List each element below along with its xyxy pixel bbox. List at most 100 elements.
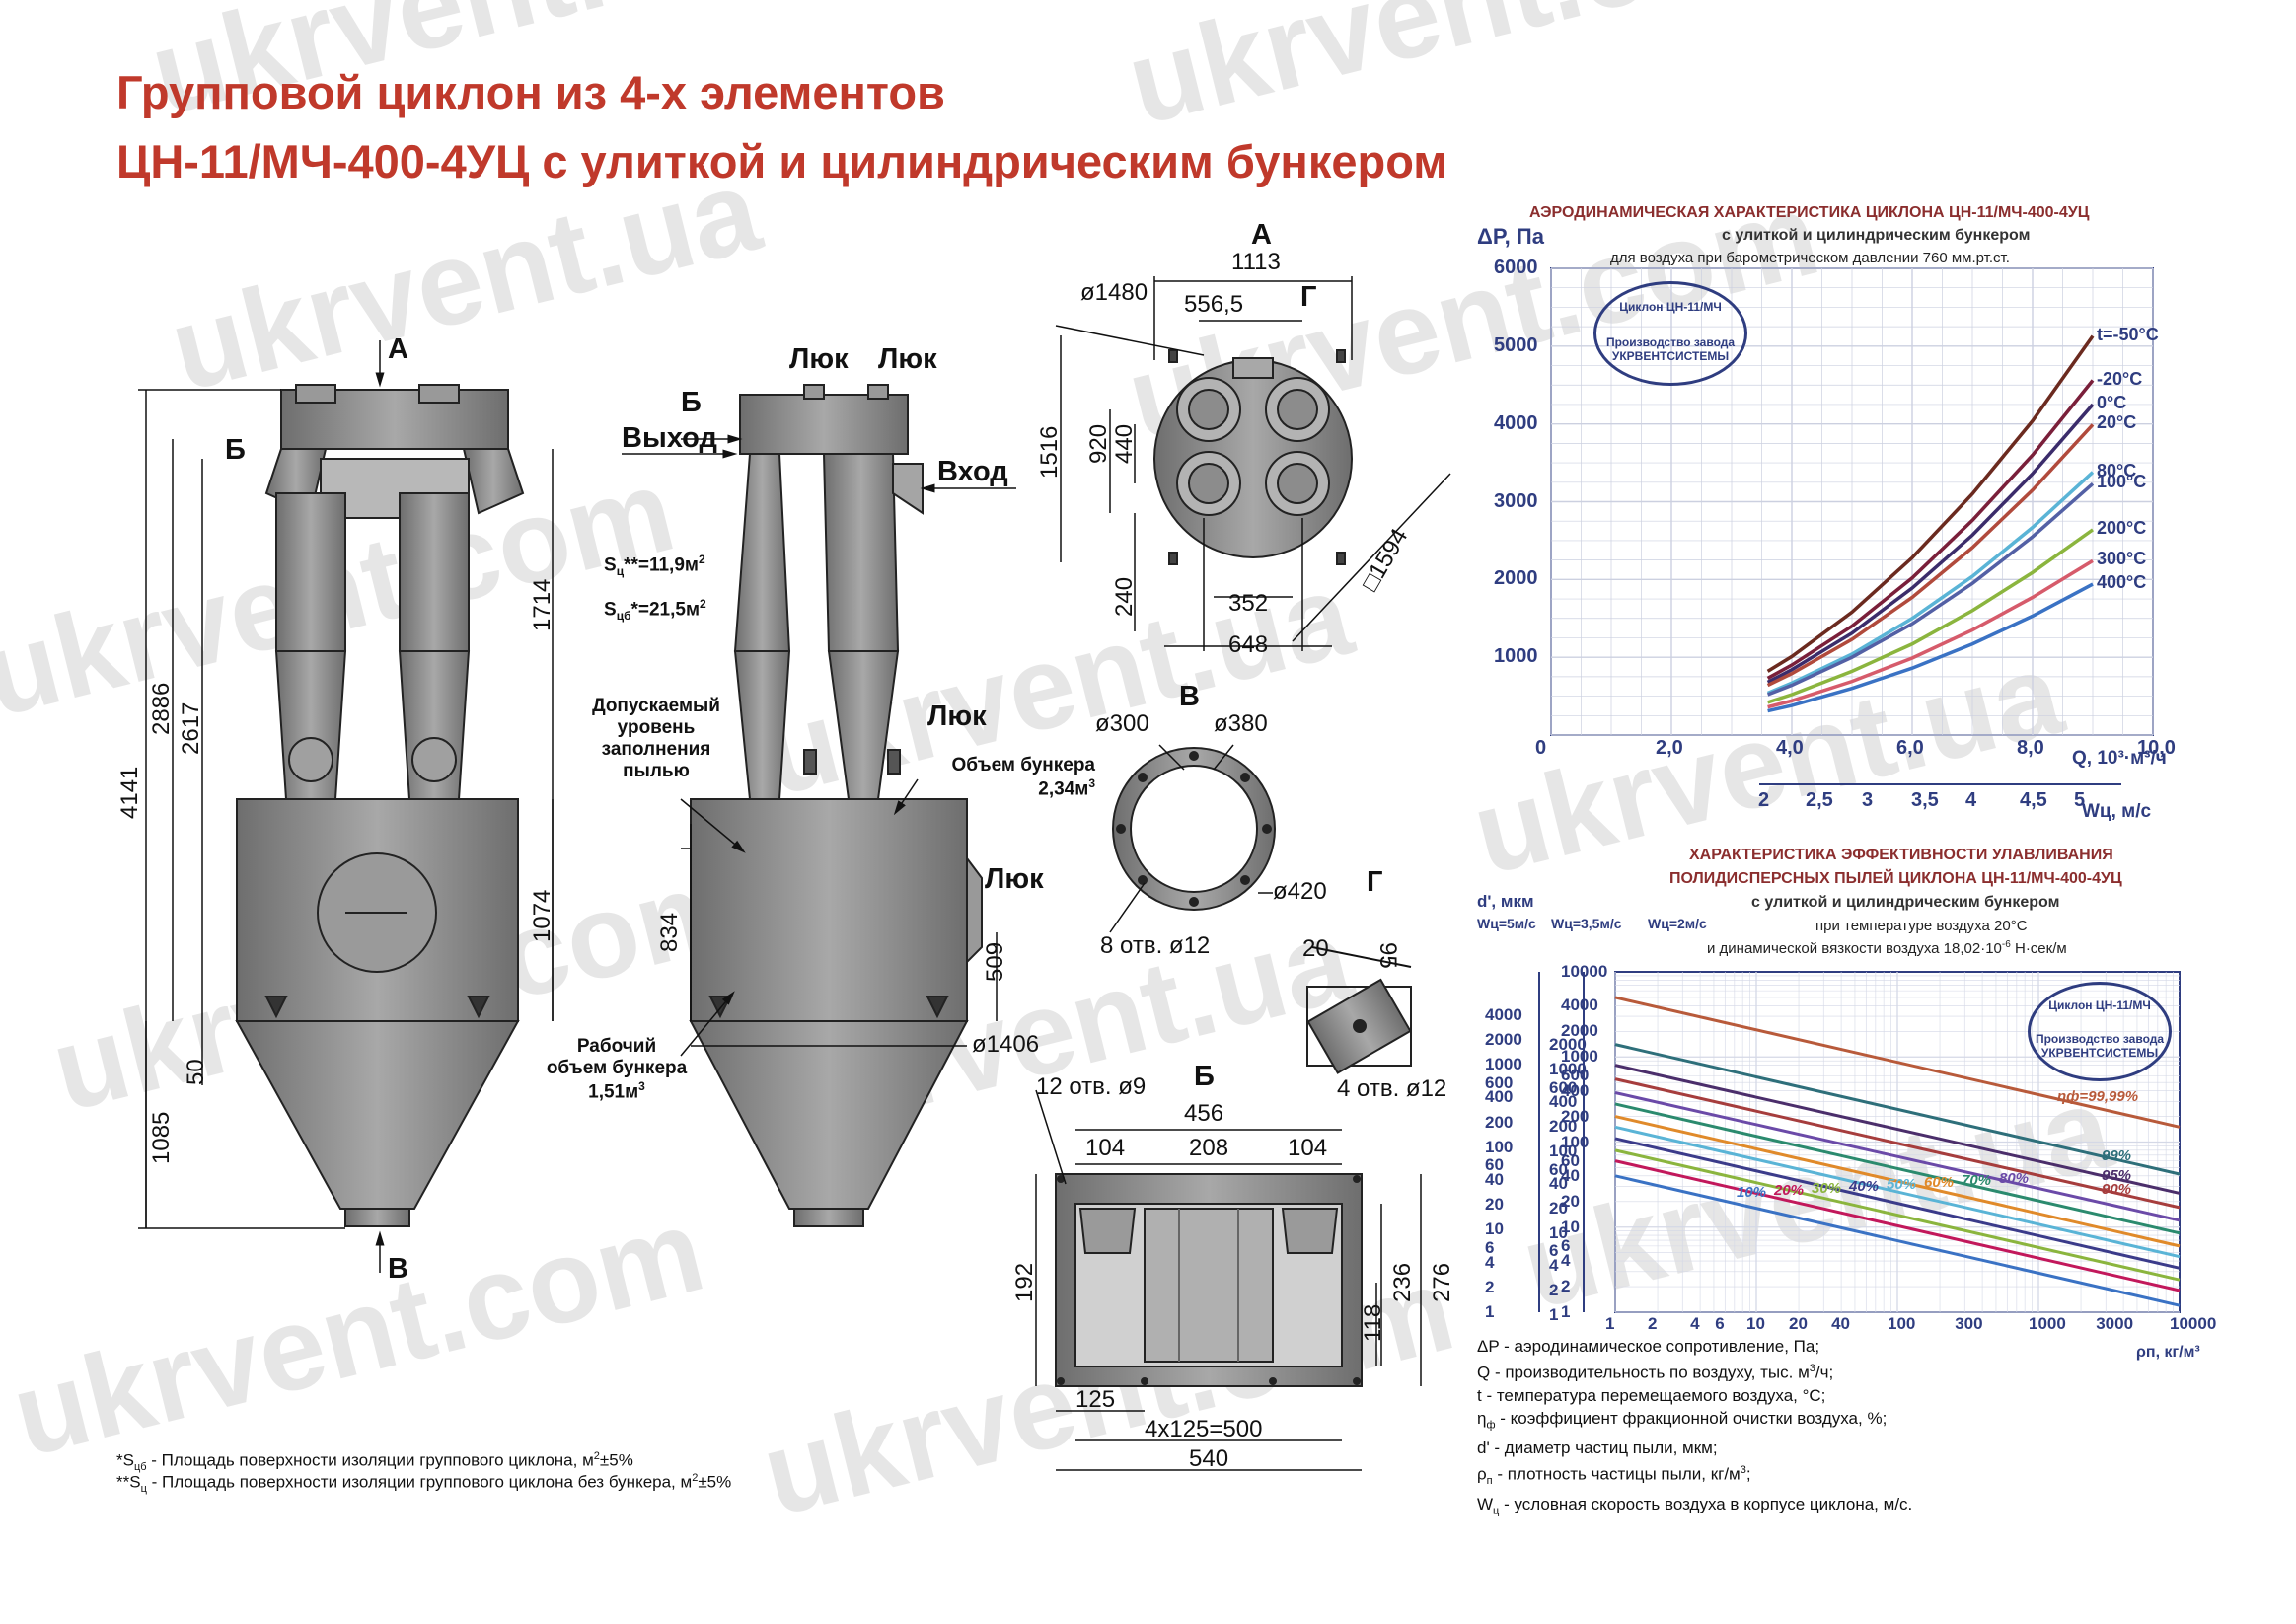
- plan-a-view: [1153, 349, 1353, 565]
- chart2-series-label: 70%: [1962, 1172, 1992, 1189]
- dim-352: 352: [1228, 590, 1269, 617]
- chart2-subtitle-4: и динамической вязкости воздуха 18,02·10…: [1707, 939, 2067, 957]
- chart1-series-line: [1767, 558, 2094, 709]
- chart1-x2tick: 2: [1758, 789, 1770, 811]
- side-dimension-lines: [622, 434, 1016, 1057]
- dim-50: 50: [183, 1059, 209, 1085]
- symbols-legend: ΔP - аэродинамическое сопротивление, Па;…: [1477, 1335, 1912, 1522]
- chart1-series-line: [1767, 528, 2095, 704]
- luk-label-1: Люк: [789, 343, 849, 375]
- front-cylinder-left: [275, 492, 346, 652]
- dim-1085: 1085: [148, 1111, 175, 1164]
- dim-300: ø300: [1095, 710, 1149, 737]
- chart2-ytick: 100: [1561, 1132, 1590, 1151]
- chart2-series-label: 40%: [1849, 1178, 1880, 1195]
- chart2-series-label: 95%: [2102, 1166, 2132, 1184]
- chart2-ytick-side2: 400: [1549, 1092, 1578, 1112]
- chart2-series-line: [1614, 1064, 2181, 1195]
- chart2-ytick: 10: [1561, 1217, 1580, 1236]
- chart1-series-line: [1766, 482, 2095, 697]
- chart2-ytick: 2000: [1561, 1021, 1598, 1041]
- legend-d: d' - диаметр частиц пыли, мкм;: [1477, 1439, 1718, 1458]
- chart2-series-line: [1614, 1115, 2181, 1248]
- chart1-ytick: 4000: [1494, 411, 1538, 434]
- chart1-series-label: 20°C: [2097, 412, 2137, 433]
- plan-a-dimension-lines: [1055, 276, 1451, 651]
- side-cone-right: [827, 650, 900, 800]
- chart2-series-line: [1614, 996, 2181, 1129]
- chart2-series-label: 50%: [1887, 1176, 1917, 1193]
- chart1-x2tick: 4,5: [2020, 789, 2047, 811]
- legend-t: t - температура перемещаемого воздуха, °…: [1477, 1385, 1826, 1405]
- chart2-ytick-side2: 10: [1549, 1223, 1568, 1242]
- chart2-xtick: 10000: [2170, 1314, 2217, 1333]
- chart2-subtitle-2: с улиткой и цилиндрическим бункером: [1751, 894, 2060, 911]
- chart2-ytick: 4000: [1561, 996, 1598, 1015]
- chart2-col-label-1: Wц=5м/с: [1477, 916, 1536, 931]
- chart2-ytick-side1: 200: [1485, 1112, 1514, 1132]
- chart1-series-label: 100°C: [2097, 472, 2147, 492]
- chart2-series-line: [1614, 1125, 2181, 1259]
- detail-g-label: Г: [1367, 866, 1383, 898]
- manufacturer-stamp-2: Циклон ЦН-11/МЧ Производство завода УКРВ…: [2028, 982, 2172, 1081]
- chart1-xtick: 6,0: [1896, 737, 1924, 759]
- dim-556: 556,5: [1184, 291, 1244, 318]
- dim-2617: 2617: [178, 701, 204, 755]
- flange-b-dimension-lines: [1035, 1089, 1422, 1471]
- dim-118: 118: [1360, 1303, 1386, 1342]
- flange-v-holes: 8 отв. ø12: [1100, 932, 1211, 959]
- chart1-series-label: t=-50°C: [2097, 324, 2159, 344]
- view-a-label: А: [388, 333, 408, 365]
- chart1-xlabel: Q, 10³·м³/ч: [2072, 748, 2167, 769]
- dim-456: 456: [1184, 1100, 1224, 1127]
- footnote-2: **Sц - Площадь поверхности изоляции груп…: [116, 1472, 732, 1496]
- sc-area-1: Sц**=11,9м2: [604, 553, 705, 579]
- chart2-xtick: 1000: [2029, 1314, 2066, 1333]
- chart1-xtick: 8,0: [2017, 737, 2044, 759]
- dim-1714: 1714: [529, 578, 555, 631]
- chart2-ytick-side2: 4: [1549, 1255, 1559, 1275]
- chart1-ytick: 1000: [1494, 645, 1538, 668]
- chart2-ytick-side2: 600: [1549, 1077, 1578, 1097]
- chart2-series-label: 90%: [2102, 1181, 2132, 1199]
- chart1-title: АЭРОДИНАМИЧЕСКАЯ ХАРАКТЕРИСТИКА ЦИКЛОНА …: [1529, 204, 2090, 221]
- chart2-series-line: [1614, 1077, 2181, 1210]
- chart2-series-line: [1614, 1043, 2181, 1176]
- dim-648: 648: [1228, 631, 1269, 658]
- chart2-ytick-side1: 1000: [1485, 1055, 1522, 1074]
- dim-920: 920: [1085, 423, 1112, 464]
- chart1-x2tick: 4: [1965, 789, 1977, 811]
- chart2-subtitle: ПОЛИДИСПЕРСНЫХ ПЫЛЕЙ ЦИКЛОНА ЦН-11/МЧ-40…: [1669, 870, 2122, 887]
- dim-1074: 1074: [529, 889, 555, 942]
- chart2-ytick-side2: 2000: [1549, 1035, 1587, 1055]
- chart1-xtick: 0: [1535, 737, 1547, 759]
- dim-1516: 1516: [1036, 425, 1063, 479]
- chart1-ytick: 2000: [1494, 567, 1538, 590]
- manufacturer-stamp-1: Циклон ЦН-11/МЧ Производство завода УКРВ…: [1593, 281, 1747, 386]
- chart2-ytick: 600: [1561, 1066, 1590, 1085]
- dim-1113: 1113: [1231, 249, 1281, 275]
- chart2-xtick: 300: [1955, 1314, 1983, 1333]
- sc-area-2: Sцб*=21,5м2: [604, 597, 706, 624]
- front-snail-right: [462, 448, 525, 515]
- front-view: [235, 384, 525, 1227]
- flange-v-label: В: [1179, 681, 1200, 712]
- chart2-ytick: 400: [1561, 1080, 1590, 1100]
- chart1-series-line: [1766, 334, 2095, 673]
- dim-104-left: 104: [1085, 1135, 1126, 1161]
- chart2-ytick-side1: 40: [1485, 1170, 1504, 1190]
- title-line-1: Групповой циклон из 4-х элементов: [116, 66, 945, 118]
- chart2-ytick-side1: 2000: [1485, 1029, 1522, 1049]
- chart1-subtitle: с улиткой и цилиндрическим бункером: [1722, 227, 2031, 244]
- chart2-series-line: [1614, 1148, 2181, 1282]
- chart2-series-line: [1614, 1137, 2181, 1270]
- chart2-series-label: 30%: [1812, 1180, 1842, 1197]
- chart2-lines: [1614, 996, 2181, 1307]
- chart2-ytick-side1: 1: [1485, 1302, 1495, 1322]
- chart2-xtick: 2: [1648, 1314, 1658, 1333]
- dim-509: 509: [982, 941, 1008, 982]
- chart2-ytick-side2: 6: [1549, 1241, 1559, 1261]
- chart1-series-line: [1767, 582, 2094, 713]
- chart1-series-line: [1766, 403, 2095, 684]
